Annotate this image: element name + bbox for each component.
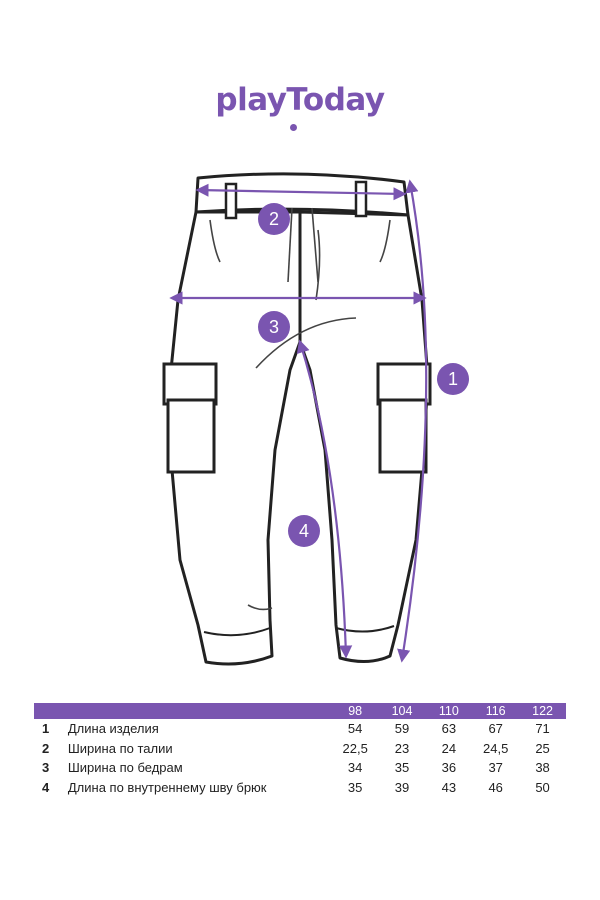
row-value: 71 xyxy=(535,721,550,737)
table-row: 1 Длина изделия 54 59 63 67 71 xyxy=(34,719,566,739)
badge-3-label: 3 xyxy=(269,317,279,337)
badge-1-label: 1 xyxy=(448,369,458,389)
row-value: 59 xyxy=(394,721,410,737)
size-116: 116 xyxy=(472,703,520,719)
badge-3: 3 xyxy=(258,311,290,343)
row-value: 35 xyxy=(394,760,410,776)
row-number: 4 xyxy=(42,779,50,795)
size-98: 98 xyxy=(331,703,379,719)
row-number: 3 xyxy=(42,760,50,776)
row-value: 24,5 xyxy=(483,740,509,756)
row-value: 43 xyxy=(441,779,457,795)
row-value: 35 xyxy=(347,779,363,795)
size-table: 98 104 110 116 122 1 Длина изделия 54 59… xyxy=(34,703,566,797)
row-value: 46 xyxy=(488,779,503,795)
badge-1: 1 xyxy=(437,363,469,395)
row-label: Длина по внутреннему шву брюк xyxy=(67,779,267,795)
brand-logo-dot xyxy=(290,124,297,131)
right-pocket xyxy=(378,398,428,474)
size-110: 110 xyxy=(425,703,473,719)
row-label: Ширина по талии xyxy=(67,740,173,756)
right-pocket-flap xyxy=(376,362,432,406)
row-value: 22,5 xyxy=(342,740,368,756)
row-value: 24 xyxy=(441,740,457,756)
table-row: 4 Длина по внутреннему шву брюк 35 39 43… xyxy=(34,778,566,798)
row-value: 50 xyxy=(535,779,550,795)
badge-2-label: 2 xyxy=(269,209,279,229)
row-value: 54 xyxy=(347,721,363,737)
row-value: 37 xyxy=(488,760,503,776)
row-value: 39 xyxy=(394,779,410,795)
measurement-lines xyxy=(169,179,428,663)
row-value: 23 xyxy=(394,740,410,756)
row-value: 36 xyxy=(441,760,457,776)
row-label: Ширина по бедрам xyxy=(67,760,183,776)
size-122: 122 xyxy=(519,703,566,719)
row-value: 67 xyxy=(488,721,503,737)
measure-line-inseam xyxy=(296,339,353,659)
left-pocket xyxy=(166,398,216,474)
size-header-row: 98 104 110 116 122 xyxy=(34,703,566,719)
row-number: 1 xyxy=(42,721,50,737)
badge-2: 2 xyxy=(258,203,290,235)
left-pocket-flap xyxy=(162,362,218,406)
badge-4-label: 4 xyxy=(299,521,309,541)
row-value: 38 xyxy=(535,760,550,776)
table-row: 2 Ширина по талии 22,5 23 24 24,5 25 xyxy=(34,739,566,759)
brand-logo: playToday xyxy=(215,82,385,118)
row-value: 63 xyxy=(441,721,457,737)
table-row: 3 Ширина по бедрам 34 35 36 37 38 xyxy=(34,758,566,778)
measure-line-length xyxy=(397,179,428,663)
row-value: 25 xyxy=(535,740,550,756)
pants-measurement-diagram: 1 2 3 4 xyxy=(162,172,469,666)
row-value: 34 xyxy=(347,760,363,776)
measure-line-waist xyxy=(195,183,407,201)
row-label: Длина изделия xyxy=(67,721,159,737)
badge-4: 4 xyxy=(288,515,320,547)
size-104: 104 xyxy=(378,703,426,719)
cargo-pockets xyxy=(162,362,432,474)
row-number: 2 xyxy=(42,740,50,756)
